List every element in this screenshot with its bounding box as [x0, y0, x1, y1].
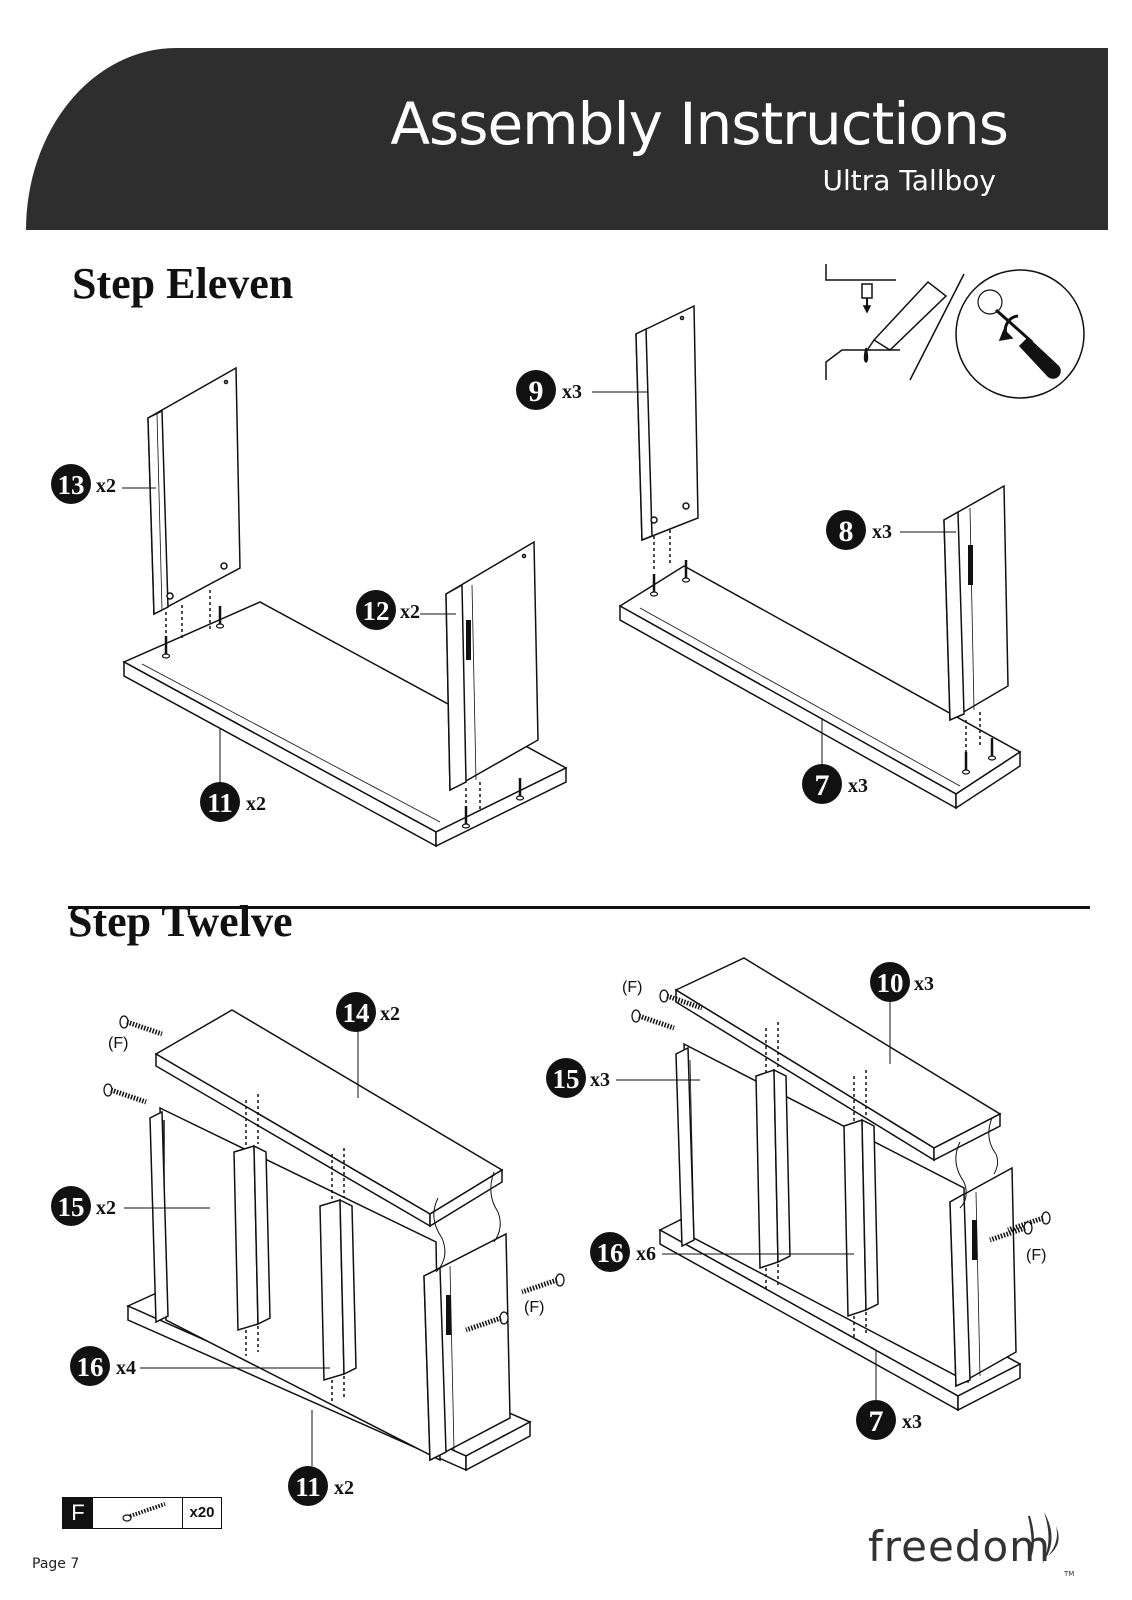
- hardware-legend: F x20: [62, 1497, 222, 1529]
- svg-text:x3: x3: [590, 1069, 610, 1091]
- callout-part-15: 15 x3: [546, 1058, 610, 1098]
- svg-text:7: 7: [815, 769, 830, 802]
- step-eleven-title: Step Eleven: [72, 259, 294, 308]
- callout-part-11: 11 x2: [200, 782, 266, 822]
- screw-icon: [104, 1084, 146, 1102]
- step-twelve-title: Step Twelve: [68, 897, 293, 946]
- callout-part-12: 12 x2: [356, 590, 420, 630]
- callout-part-7: 7 x3: [802, 764, 868, 804]
- callout-part-15: 15 x2: [51, 1186, 116, 1226]
- callout-part-16: 16 x6: [590, 1232, 656, 1272]
- svg-text:x2: x2: [96, 475, 116, 497]
- svg-text:14: 14: [343, 998, 370, 1028]
- svg-text:15: 15: [553, 1064, 580, 1094]
- page-title: Assembly Instructions: [390, 90, 1009, 158]
- svg-text:13: 13: [58, 470, 85, 500]
- svg-text:16: 16: [597, 1238, 624, 1268]
- svg-text:x6: x6: [636, 1243, 656, 1265]
- svg-text:x3: x3: [562, 381, 582, 403]
- svg-text:x2: x2: [334, 1477, 354, 1499]
- callout-part-13: 13 x2: [51, 464, 116, 504]
- brand-logo: freedom: [868, 1522, 1052, 1571]
- step12-left-assembly: [126, 1009, 532, 1472]
- svg-text:8: 8: [839, 515, 854, 548]
- svg-text:11: 11: [207, 788, 233, 818]
- hardware-quantity: x20: [182, 1498, 221, 1528]
- step12-left-leaders: [124, 1028, 359, 1466]
- svg-text:x3: x3: [848, 775, 868, 797]
- screw-label-f: (F): [524, 1299, 544, 1316]
- section-divider: [68, 906, 1090, 909]
- callout-part-16: 16 x4: [70, 1346, 136, 1386]
- step12-right-leaders: [616, 1002, 891, 1402]
- trademark-mark: TM: [1064, 1570, 1075, 1578]
- screw-icon: [122, 1502, 166, 1522]
- part-callouts: 13 x2 12 x2 11 x2 9 x3 8 x3 7 x3 14 x2 15 x2 16 x…: [51, 370, 934, 1506]
- hardware-letter: F: [63, 1498, 93, 1528]
- screw-label-f: (F): [1026, 1247, 1046, 1264]
- screw-icon: [522, 1274, 564, 1292]
- svg-text:x3: x3: [902, 1411, 922, 1433]
- brand-mark-icon: [1028, 1512, 1059, 1564]
- callout-part-14: 14 x2: [336, 992, 400, 1032]
- svg-text:x2: x2: [246, 793, 266, 815]
- step11-left-leaders: [122, 487, 456, 786]
- svg-text:16: 16: [77, 1352, 104, 1382]
- screw-label-f: (F): [108, 1035, 128, 1052]
- svg-text:x3: x3: [872, 521, 892, 543]
- svg-text:x3: x3: [914, 973, 934, 995]
- screw-label-f: (F): [622, 979, 642, 996]
- glue-icon: [825, 264, 965, 381]
- page-number: Page 7: [32, 1556, 80, 1572]
- callout-part-7: 7 x3: [856, 1400, 922, 1440]
- callout-part-10: 10 x3: [870, 962, 934, 1002]
- svg-text:x2: x2: [96, 1197, 116, 1219]
- screw-icon: [632, 1010, 674, 1028]
- svg-text:x2: x2: [400, 601, 420, 623]
- step11-right-assembly: [618, 304, 1022, 810]
- step12-right-assembly: [658, 957, 1022, 1412]
- svg-text:10: 10: [877, 968, 904, 998]
- svg-text:12: 12: [363, 596, 390, 626]
- screw-labels: (F) (F) (F) (F): [108, 979, 1046, 1316]
- svg-text:9: 9: [529, 375, 544, 408]
- product-name: Ultra Tallboy: [822, 164, 996, 197]
- screw-icon: [120, 1016, 162, 1034]
- svg-text:x2: x2: [380, 1003, 400, 1025]
- step11-right-leaders: [592, 391, 956, 772]
- svg-text:11: 11: [295, 1472, 321, 1502]
- callout-part-11: 11 x2: [288, 1466, 354, 1506]
- step11-left-assembly: [122, 366, 568, 848]
- header-banner: Assembly Instructions Ultra Tallboy: [26, 48, 1108, 230]
- svg-text:7: 7: [869, 1405, 884, 1438]
- callout-part-8: 8 x3: [826, 510, 892, 550]
- screwdriver-icon: [955, 269, 1085, 399]
- callout-part-9: 9 x3: [516, 370, 582, 410]
- svg-text:15: 15: [58, 1192, 85, 1222]
- svg-text:x4: x4: [116, 1357, 136, 1379]
